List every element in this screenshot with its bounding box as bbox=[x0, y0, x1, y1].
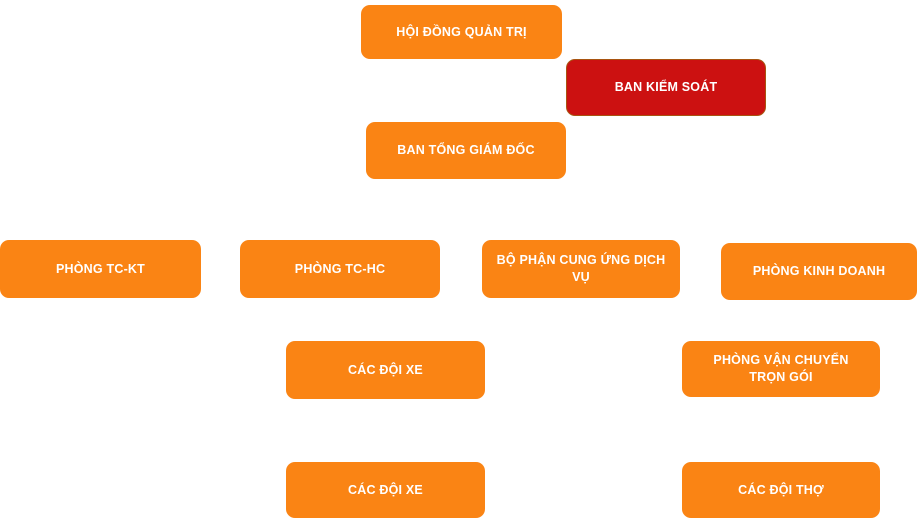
org-node-phong-kinh-doanh: PHÒNG KINH DOANH bbox=[721, 243, 917, 300]
org-node-label: CÁC ĐỘI XE bbox=[348, 362, 423, 377]
org-node-label: BAN KIỂM SOÁT bbox=[614, 80, 718, 95]
org-node-hoi-dong-quan-tri: HỘI ĐỒNG QUẢN TRỊ bbox=[361, 5, 562, 59]
org-node-label: CÁC ĐỘI XE bbox=[348, 482, 423, 497]
org-node-label: PHÒNG TC-HC bbox=[294, 261, 386, 276]
org-node-label: PHÒNG TC-KT bbox=[56, 261, 145, 276]
org-node-ban-tong-giam-doc: BAN TỔNG GIÁM ĐỐC bbox=[366, 122, 566, 179]
org-node-label: PHÒNG KINH DOANH bbox=[752, 264, 886, 279]
org-node-label: PHÒNG VẬN CHUYỂN TRỌN GÓI bbox=[713, 353, 849, 384]
org-node-cac-doi-xe-upper: CÁC ĐỘI XE bbox=[286, 341, 485, 399]
org-node-cac-doi-tho: CÁC ĐỘI THỢ bbox=[682, 462, 880, 518]
org-node-label: BỘ PHẬN CUNG ỨNG DỊCH VỤ bbox=[496, 253, 666, 284]
org-node-bo-phan-cung-ung-dich-vu: BỘ PHẬN CUNG ỨNG DỊCH VỤ bbox=[482, 240, 680, 298]
org-node-phong-tc-hc: PHÒNG TC-HC bbox=[240, 240, 440, 298]
org-node-ban-kiem-soat: BAN KIỂM SOÁT bbox=[566, 59, 766, 116]
org-node-phong-tc-kt: PHÒNG TC-KT bbox=[0, 240, 201, 298]
org-node-label: BAN TỔNG GIÁM ĐỐC bbox=[397, 143, 535, 158]
org-node-phong-van-chuyen-tron-goi: PHÒNG VẬN CHUYỂN TRỌN GÓI bbox=[682, 341, 880, 397]
org-node-label: HỘI ĐỒNG QUẢN TRỊ bbox=[396, 24, 527, 39]
org-node-label: CÁC ĐỘI THỢ bbox=[738, 482, 824, 497]
org-node-cac-doi-xe-lower: CÁC ĐỘI XE bbox=[286, 462, 485, 518]
